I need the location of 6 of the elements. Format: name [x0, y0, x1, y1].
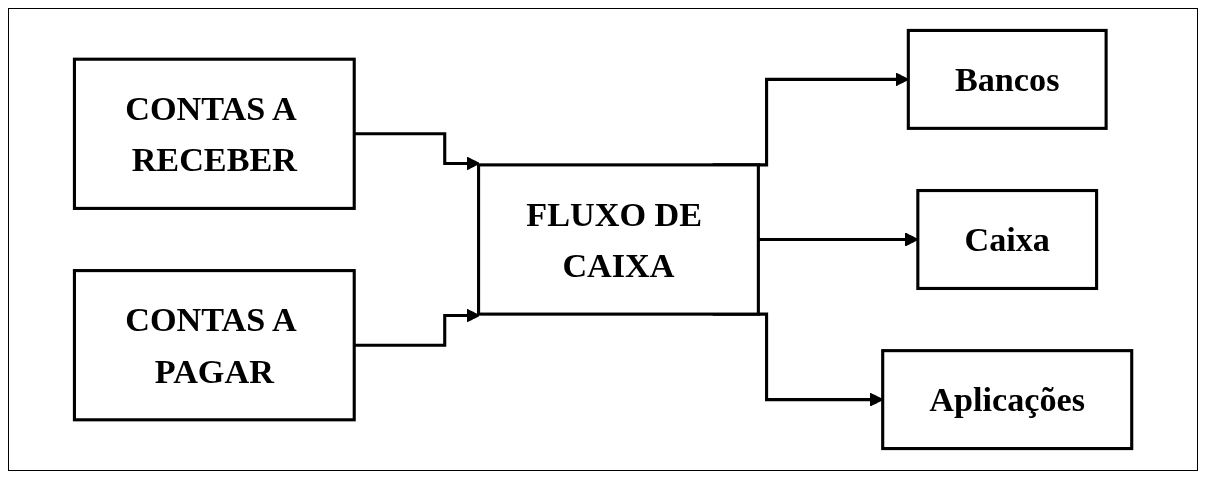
node-box: CONTAS A PAGAR [72, 269, 356, 422]
node-box: Caixa [916, 189, 1099, 290]
node-box: Aplicações [881, 349, 1134, 451]
node-box: FLUXO DE CAIXA [476, 163, 760, 316]
node-box: CONTAS A RECEBER [72, 57, 356, 210]
node-box: Bancos [906, 28, 1108, 130]
